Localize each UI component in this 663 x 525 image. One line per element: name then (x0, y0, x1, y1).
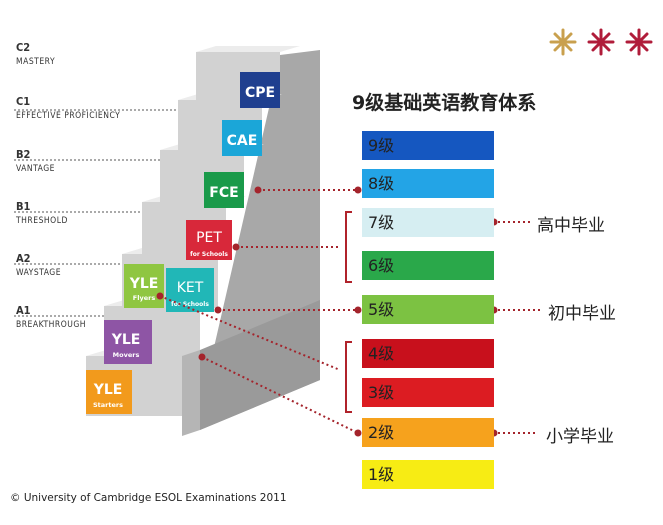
cefr-level-c2: C2 MASTERY (16, 42, 55, 67)
exam-pet-sub: for Schools (190, 251, 228, 258)
grad-label-middle-school: 初中毕业 (548, 304, 616, 324)
dot-grade-8 (354, 186, 362, 194)
dot-movers (198, 353, 206, 361)
grade-label: 5级 (368, 300, 395, 319)
cefr-name: BREAKTHROUGH (16, 320, 87, 330)
grad-label-high-school: 高中毕业 (537, 216, 605, 236)
grade-bar-1: 1级 (362, 460, 494, 489)
connectors (159, 189, 540, 434)
grade-bar-5: 5级 (362, 295, 494, 324)
exam-pet-block (186, 220, 232, 260)
grade-bar-8: 8级 (362, 169, 494, 198)
cefr-name: EFFECTIVE PROFICIENCY (16, 111, 121, 121)
cefr-level-a1: A1 BREAKTHROUGH (16, 305, 86, 330)
grade-label: 8级 (368, 174, 395, 193)
exam-fce-label: FCE (209, 185, 238, 201)
grade-bar-7: 7级 (362, 208, 494, 237)
cefr-level-c1: C1 EFFECTIVE PROFICIENCY (16, 96, 120, 121)
exam-ket-sub: for Schools (171, 301, 209, 308)
bracket-grades-3-4 (345, 341, 352, 413)
exam-blocks: CPE CAE FCE PET for Schools YLE Flyers K… (86, 72, 280, 414)
exam-yle-flyers-sub: Flyers (133, 294, 156, 302)
bracket-grades-6-7 (345, 211, 352, 283)
exam-fce-block (204, 172, 244, 208)
dot-pet (232, 243, 240, 251)
logo-snowflake-dark-red (625, 28, 653, 56)
copyright-notice: © University of Cambridge ESOL Examinati… (10, 492, 287, 504)
exam-cpe-label: CPE (245, 85, 275, 101)
grade-bar-4: 4级 (362, 339, 494, 368)
grade-bar-9: 9级 (362, 131, 494, 160)
logo-icon (549, 28, 653, 56)
grade-label: 3级 (368, 383, 395, 402)
exam-cae-block (222, 120, 262, 156)
exam-yle-movers-sub: Movers (113, 351, 140, 359)
logo-snowflake-red (587, 28, 615, 56)
exam-yle-starters-sub: Starters (93, 401, 123, 409)
connector-movers-2 (201, 356, 359, 434)
grade-label: 7级 (368, 213, 395, 232)
grade-label: 4级 (368, 344, 395, 363)
cefr-name: MASTERY (16, 57, 56, 67)
grade-bar-3: 3级 (362, 378, 494, 407)
dot-ket (214, 306, 222, 314)
stair-base-wall (200, 300, 320, 430)
diagram-title: 9级基础英语教育体系 (352, 92, 537, 114)
stair-base-side (182, 350, 200, 436)
grade-label: 9级 (368, 136, 395, 155)
exam-yle-flyers-block (124, 264, 164, 308)
exam-yle-movers-label: YLE (111, 332, 141, 348)
exam-yle-starters-block (86, 370, 132, 414)
grade-label: 2级 (368, 423, 395, 442)
cefr-level-b2: B2 VANTAGE (16, 149, 55, 174)
dot-grade-5 (354, 306, 362, 314)
cefr-code: C1 (16, 95, 31, 108)
exam-yle-flyers-label: YLE (129, 276, 159, 292)
exam-yle-movers-block (104, 320, 152, 364)
step-top-1 (196, 46, 300, 52)
cefr-level-a2: A2 WAYSTAGE (16, 253, 61, 278)
exam-yle-starters-label: YLE (93, 382, 123, 398)
cefr-name: WAYSTAGE (16, 268, 62, 278)
dot-flyers (156, 292, 164, 300)
cefr-name: THRESHOLD (16, 216, 68, 226)
cefr-code: B2 (16, 148, 31, 161)
grade-label: 6级 (368, 256, 395, 275)
grad-label-primary-school: 小学毕业 (546, 427, 614, 447)
dot-grade-2 (354, 429, 362, 437)
grade-label: 1级 (368, 465, 395, 484)
cefr-level-b1: B1 THRESHOLD (16, 201, 68, 226)
grade-bar-6: 6级 (362, 251, 494, 280)
exam-ket-block (166, 268, 214, 312)
cefr-code: C2 (16, 41, 31, 54)
cefr-code: B1 (16, 200, 31, 213)
exam-cpe-block (240, 72, 280, 108)
grade-bar-2: 2级 (362, 418, 494, 447)
level-separators (14, 109, 178, 317)
logo-snowflake-gold (549, 28, 577, 56)
connector-dots (156, 186, 498, 437)
cefr-name: VANTAGE (16, 164, 55, 174)
cefr-code: A1 (16, 304, 31, 317)
exam-ket-label: KET (177, 280, 204, 296)
cefr-code: A2 (16, 252, 31, 265)
exam-cae-label: CAE (227, 133, 258, 149)
dot-fce (254, 186, 262, 194)
exam-pet-label: PET (196, 230, 222, 246)
